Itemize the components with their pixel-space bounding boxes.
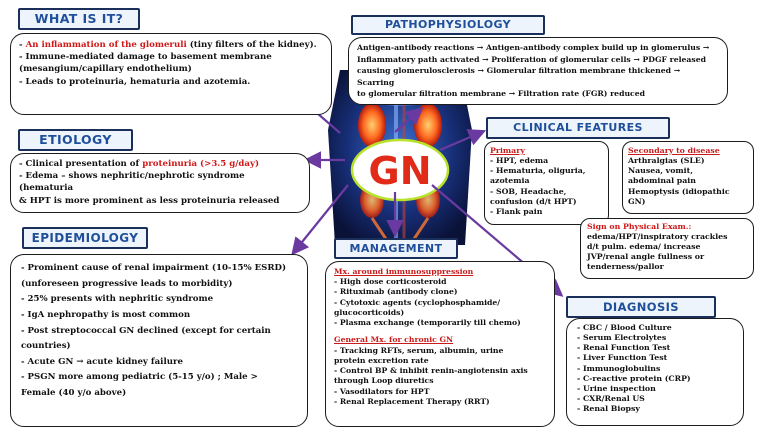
mx-b-4: through Loop diuretics bbox=[334, 376, 434, 386]
epi-line-7: - Acute GN → acute kidney failure bbox=[21, 356, 183, 367]
diagnosis-item-8: - CXR/Renal US bbox=[577, 393, 645, 403]
sign-heading: Sign on Physical Exam.: bbox=[587, 222, 692, 231]
secondary-heading: Secondary to disease bbox=[628, 146, 720, 155]
mx-b-6: - Renal Replacement Therapy (RRT) bbox=[334, 396, 490, 406]
primary-heading: Primary bbox=[490, 146, 525, 155]
etiology-line-1: - Clinical presentation of proteinuria (… bbox=[19, 159, 260, 169]
mx-b-2: protein excretion rate bbox=[334, 355, 429, 365]
epi-line-6: countries) bbox=[21, 341, 71, 352]
clinical-sign-box: Sign on Physical Exam.: edema/HPT/inspir… bbox=[580, 218, 754, 279]
what-line-1: - An inflammation of the glomeruli (tiny… bbox=[19, 40, 317, 50]
clinical-primary-box: Primary - HPT, edema - Hematuria, oligur… bbox=[484, 141, 609, 225]
mx-a-4: glucocorticoids) bbox=[334, 307, 405, 317]
etiology-title: ETIOLOGY bbox=[18, 129, 133, 151]
mx-b-1: - Tracking RFTs, serum, albumin, urine bbox=[334, 345, 504, 355]
mx-a-2: - Rituximab (antibody clone) bbox=[334, 287, 458, 297]
what-line-3: (mesangium/capillary endothelium) bbox=[19, 64, 192, 75]
clinical-features-title: CLINICAL FEATURES bbox=[486, 117, 670, 139]
pathophysiology-title: PATHOPHYSIOLOGY bbox=[351, 15, 545, 35]
management-title: MANAGEMENT bbox=[334, 238, 458, 259]
sign-item-1: edema/HPT/inspiratory crackles bbox=[587, 231, 728, 241]
epi-line-1: - Prominent cause of renal impairment (1… bbox=[21, 263, 287, 273]
diagnosis-item-5: - Immunoglobulins bbox=[577, 363, 661, 373]
diagnosis-item-6: - C-reactive protein (CRP) bbox=[577, 373, 691, 383]
pathophysiology-box: Antigen-antibody reactions → Antigen-ant… bbox=[348, 37, 728, 105]
sign-item-4: tenderness/pallor bbox=[587, 261, 664, 271]
sign-item-3: JVP/renal angle fullness or bbox=[587, 251, 705, 261]
epi-line-4: - IgA nephropathy is most common bbox=[21, 309, 191, 320]
diagnosis-item-7: - Urine inspection bbox=[577, 383, 656, 393]
what-is-it-box: - An inflammation of the glomeruli (tiny… bbox=[10, 33, 332, 115]
patho-line-4: to glomerular filtration membrane → Filt… bbox=[357, 89, 645, 99]
clinical-secondary-box: Secondary to disease Arthralgias (SLE) N… bbox=[622, 141, 754, 214]
diagnosis-item-3: - Renal Function Test bbox=[577, 343, 671, 353]
mx-a-5: - Plasma exchange (temporarily till chem… bbox=[334, 318, 521, 328]
primary-item-3: azotemia bbox=[490, 176, 530, 186]
diagnosis-item-2: - Serum Electrolytes bbox=[577, 333, 667, 343]
mx-a-1: - High dose corticosteroid bbox=[334, 277, 447, 287]
management-heading-1: Mx. around immunosuppression bbox=[334, 267, 474, 276]
epi-line-3: - 25% presents with nephritic syndrome bbox=[21, 294, 214, 305]
secondary-item-5: GN) bbox=[628, 196, 646, 206]
kidney-illustration: GN bbox=[328, 70, 472, 245]
what-line-2: - Immune-mediated damage to basement mem… bbox=[19, 52, 272, 63]
diagnosis-item-1: - CBC / Blood Culture bbox=[577, 323, 672, 332]
primary-item-5: confusion (d/t HPT) bbox=[490, 196, 577, 206]
patho-line-3: causing glomerulosclerosis → Glomerular … bbox=[357, 66, 681, 87]
diagnosis-item-9: - Renal Biopsy bbox=[577, 404, 640, 413]
management-box: Mx. around immunosuppression - High dose… bbox=[325, 261, 555, 427]
secondary-item-4: Hemoptysis (idiopathic bbox=[628, 186, 730, 196]
etiology-box: - Clinical presentation of proteinuria (… bbox=[10, 153, 310, 213]
gn-center-label: GN bbox=[369, 149, 432, 193]
patho-line-1: Antigen-antibody reactions → Antigen-ant… bbox=[357, 43, 710, 52]
epi-line-8: - PSGN more among pediatric (5-15 y/o) ;… bbox=[21, 372, 258, 383]
management-heading-2: General Mx. for chronic GN bbox=[334, 335, 454, 345]
epi-line-5: - Post streptococcal GN declined (except… bbox=[21, 325, 271, 336]
secondary-item-3: abdominal pain bbox=[628, 176, 696, 186]
etiology-line-3: & HPT is more prominent as less proteinu… bbox=[19, 195, 280, 206]
diagnosis-item-4: - Liver Function Test bbox=[577, 353, 668, 363]
mx-a-3: - Cytotoxic agents (cyclophosphamide/ bbox=[334, 297, 501, 307]
patho-line-2: Inflammatory path activated → Proliferat… bbox=[357, 54, 706, 64]
mx-b-5: - Vasodilators for HPT bbox=[334, 386, 430, 396]
etiology-line-2: - Edema – shows nephritic/nephrotic synd… bbox=[19, 171, 245, 194]
what-is-it-title: WHAT IS IT? bbox=[18, 8, 140, 30]
primary-item-1: - HPT, edema bbox=[490, 156, 549, 166]
epi-line-2: (unforeseen progressive leads to morbidi… bbox=[21, 278, 233, 289]
primary-item-4: - SOB, Headache, bbox=[490, 186, 567, 196]
epi-line-9: Female (40 y/o above) bbox=[21, 388, 127, 399]
secondary-item-1: Arthralgias (SLE) bbox=[628, 156, 705, 166]
secondary-item-2: Nausea, vomit, bbox=[628, 166, 693, 176]
diagnosis-box: - CBC / Blood Culture - Serum Electrolyt… bbox=[566, 318, 744, 426]
sign-item-2: d/t pulm. edema/ increase bbox=[587, 241, 701, 251]
primary-item-6: - Flank pain bbox=[490, 206, 543, 216]
mx-b-3: - Control BP & inhibit renin-angiotensin… bbox=[334, 366, 528, 376]
epidemiology-title: EPIDEMIOLOGY bbox=[22, 227, 148, 249]
epidemiology-box: - Prominent cause of renal impairment (1… bbox=[10, 254, 308, 427]
primary-item-2: - Hematuria, oliguria, bbox=[490, 166, 586, 176]
diagnosis-title: DIAGNOSIS bbox=[566, 296, 716, 318]
what-line-4: - Leads to proteinuria, hematuria and az… bbox=[19, 76, 251, 87]
